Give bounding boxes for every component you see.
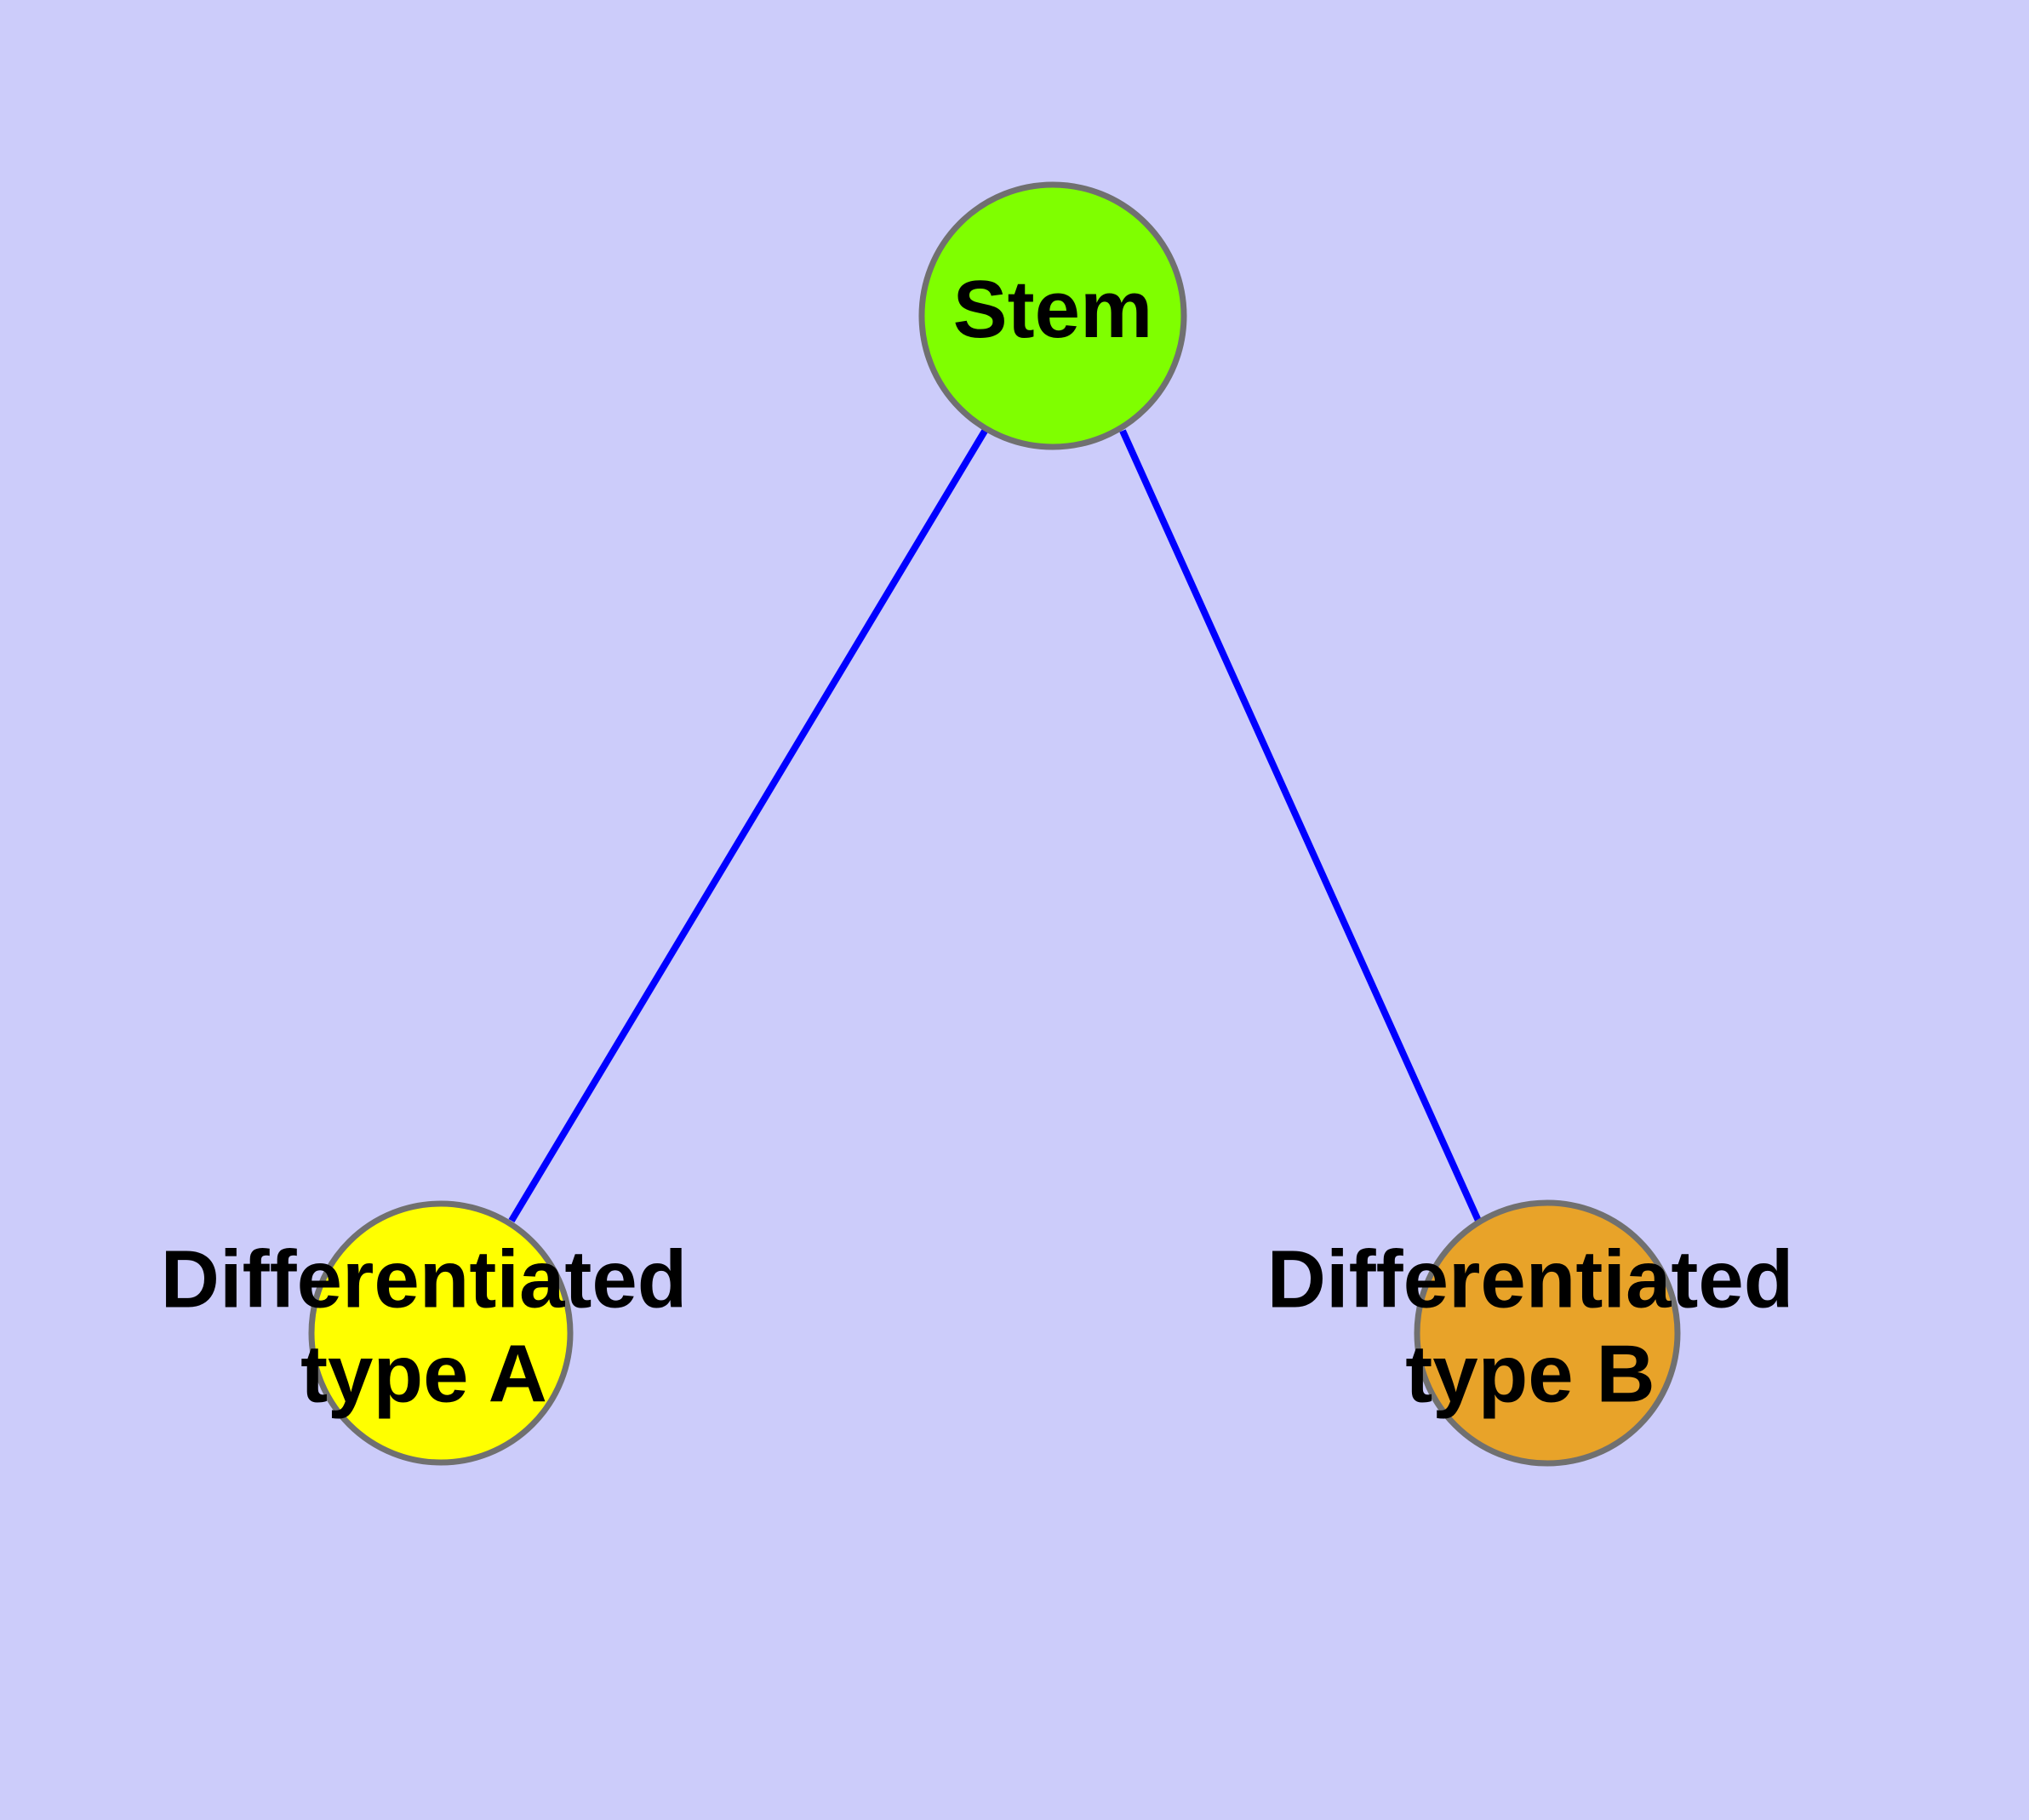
node-stem[interactable]: Stem xyxy=(918,181,1187,450)
node-label-line: type A xyxy=(300,1329,547,1420)
node-circle-differentiated-type-a[interactable] xyxy=(308,1200,574,1466)
node-label-line: Differentiated xyxy=(161,1234,688,1325)
edge-stem-to-differentiated-type-b[interactable] xyxy=(1119,429,1482,1222)
edges-layer xyxy=(508,426,1482,1223)
node-label-line: Stem xyxy=(953,264,1153,355)
edge-stem-to-differentiated-type-a[interactable] xyxy=(508,426,990,1223)
node-label-line: Differentiated xyxy=(1267,1234,1794,1325)
node-circle-stem[interactable] xyxy=(918,181,1187,450)
node-circle-differentiated-type-b[interactable] xyxy=(1414,1199,1681,1467)
node-label-stem: Stem xyxy=(953,264,1153,355)
node-label-line: type B xyxy=(1405,1329,1655,1420)
